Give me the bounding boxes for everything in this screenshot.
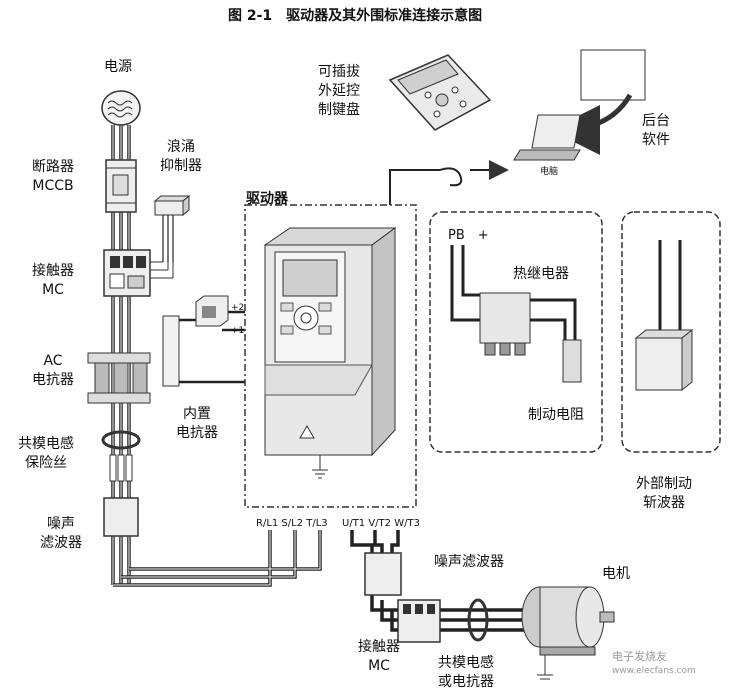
- label-power: 电源: [104, 59, 132, 75]
- usb-cable: [389, 160, 509, 205]
- drive-icon: [263, 227, 397, 479]
- brake-resistor-icon: [562, 339, 582, 383]
- label-motor: 电机: [602, 566, 630, 582]
- noise-filter-left-icon: [103, 497, 139, 537]
- label-cm-or-reactor: 共模电感 或电抗器: [438, 655, 494, 690]
- label-drive: 驱动器: [246, 191, 288, 207]
- label-backend: 后台 软件: [642, 113, 670, 148]
- noise-filter-right-icon: [364, 552, 402, 596]
- motor-icon: [521, 586, 615, 680]
- label-surge: 浪涌 抑制器: [160, 139, 202, 174]
- chopper-boundary: [621, 211, 721, 453]
- figure-title: 图 2-1 驱动器及其外围标准连接示意图: [228, 8, 483, 24]
- thermal-relay-icon: [479, 292, 531, 356]
- cm-inductor-right-icon: [467, 598, 489, 642]
- brake-boundary: [429, 211, 603, 453]
- drive-boundary: [244, 204, 417, 508]
- label-brake-resistor: 制动电阻: [528, 407, 584, 423]
- label-keypad: 可插拔 外延控 制键盘: [318, 64, 360, 118]
- label-cm-inductor-fuse: 共模电感 保险丝: [18, 436, 74, 471]
- label-thermal-relay: 热继电器: [513, 266, 569, 282]
- label-contactor-right: 接触器 MC: [358, 639, 400, 674]
- label-ext-brake-chopper: 外部制动 斩波器: [636, 476, 692, 511]
- label-breaker: 断路器 MCCB: [32, 159, 74, 194]
- label-computer: 电脑: [540, 167, 559, 177]
- ac-reactor-icon: [87, 352, 151, 404]
- label-noise-filter-left: 噪声 滤波器: [40, 516, 82, 551]
- contactor-right-icon: [397, 599, 441, 643]
- contactor-left-icon: [103, 249, 151, 297]
- label-output-terminals: U/T1 V/T2 W/T3: [342, 518, 420, 529]
- label-plus1: +1: [231, 326, 245, 336]
- chopper-wiring: [658, 240, 682, 338]
- cm-inductor-fuse-icon: [101, 430, 141, 482]
- label-pb-plus: PB +: [448, 228, 489, 243]
- label-plus2: +2: [231, 303, 245, 313]
- chopper-icon: [634, 328, 694, 392]
- backend-software-icon: [550, 49, 646, 155]
- breaker-icon: [105, 159, 137, 213]
- label-noise-filter-right: 噪声滤波器: [434, 554, 504, 570]
- label-contactor-left: 接触器 MC: [32, 263, 74, 298]
- power-source-icon: [101, 90, 141, 126]
- internal-reactor-wiring: [162, 295, 245, 387]
- watermark: 电子发烧友 www.elecfans.com: [612, 650, 696, 676]
- label-input-terminals: R/L1 S/L2 T/L3: [256, 518, 328, 529]
- keypad-icon: [388, 54, 492, 131]
- laptop-icon: [513, 114, 581, 161]
- label-ac-reactor: AC 电抗器: [32, 353, 74, 388]
- label-internal-reactor: 内置 电抗器: [176, 406, 218, 441]
